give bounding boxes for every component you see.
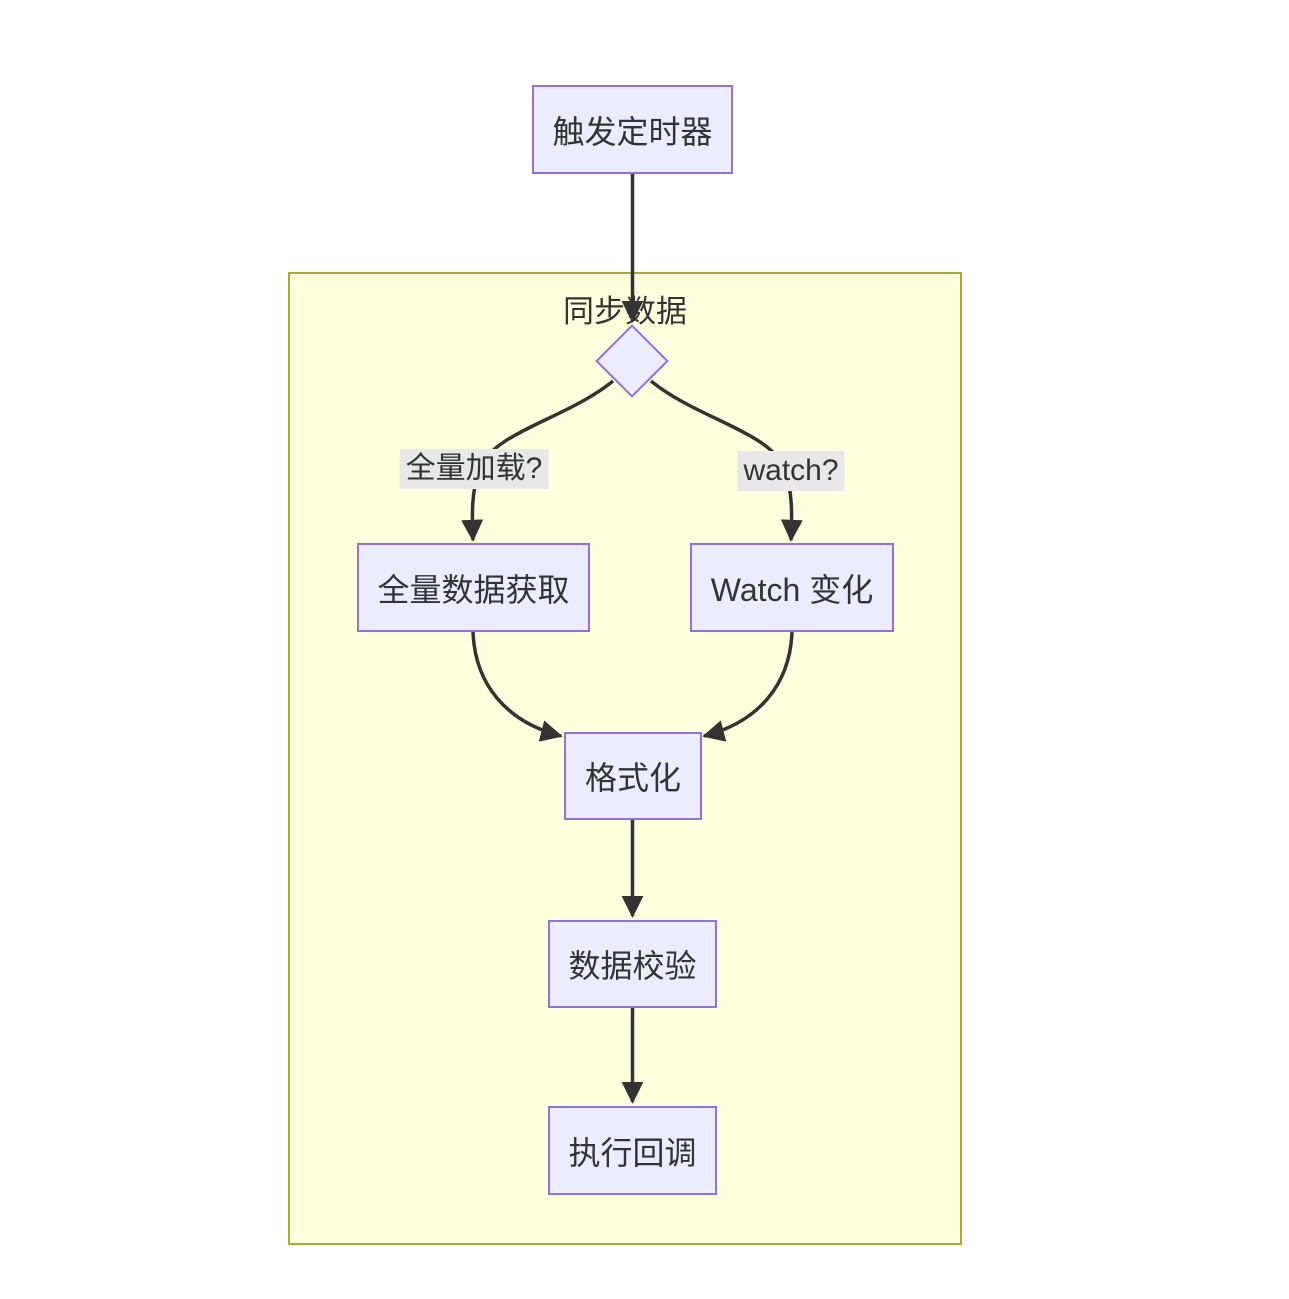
node-full-data-fetch: 全量数据获取: [357, 543, 590, 632]
node-execute-callback: 执行回调: [548, 1106, 717, 1195]
edge-label-full-load: 全量加载?: [399, 449, 549, 489]
node-data-validate: 数据校验: [548, 920, 717, 1008]
subgraph-title: 同步数据: [563, 294, 687, 329]
edge-label-watch: watch?: [737, 451, 845, 491]
node-watch-change: Watch 变化: [690, 543, 894, 632]
node-trigger-timer: 触发定时器: [532, 85, 733, 174]
node-format: 格式化: [564, 732, 702, 820]
